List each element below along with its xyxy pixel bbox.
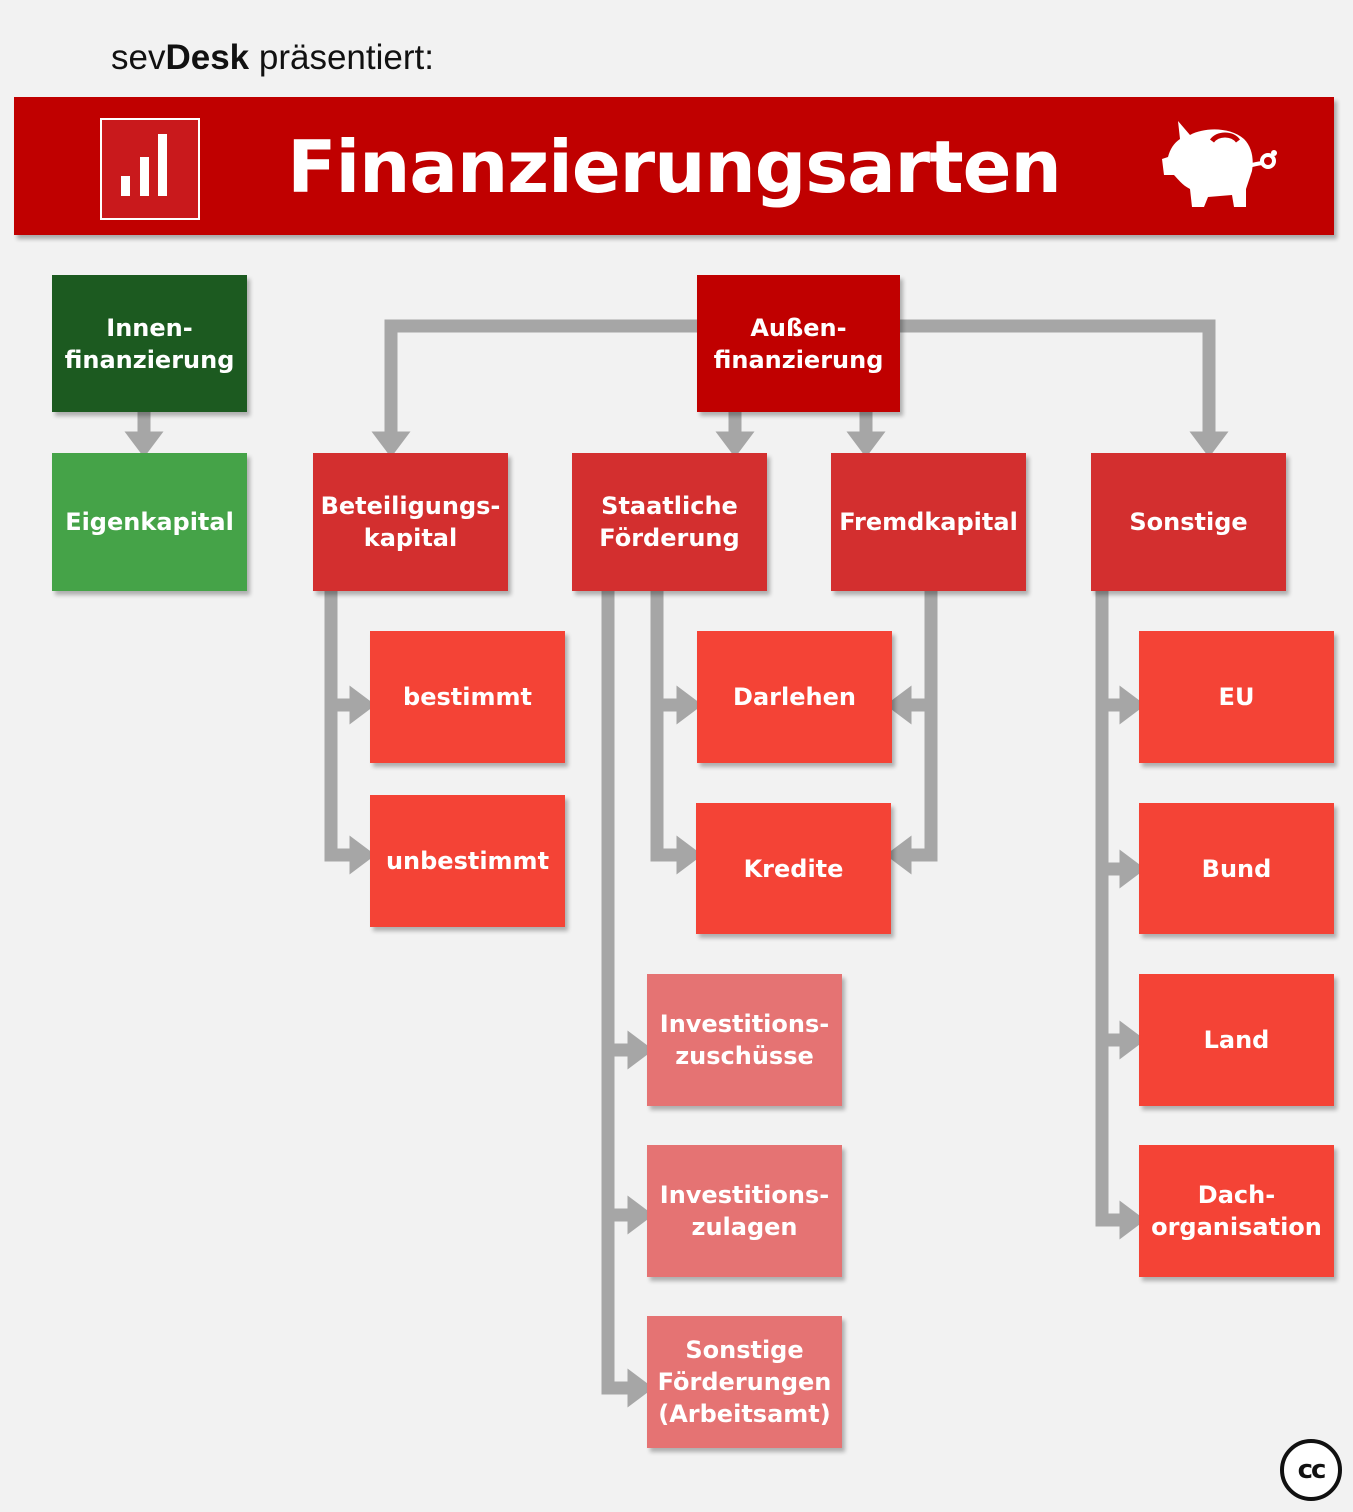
node-dachorganisation: Dach- organisation [1139, 1145, 1334, 1277]
connector-fremd [885, 591, 938, 875]
brand-bold: Desk [165, 38, 250, 77]
node-land: Land [1139, 974, 1334, 1106]
node-investitionszuschuesse: Investitions- zuschüsse [647, 974, 842, 1106]
creative-commons-icon: cc [1280, 1439, 1342, 1501]
connector-staatlich-outer [601, 591, 654, 1408]
connector-staatlich-inner [650, 591, 703, 875]
node-innenfinanzierung: Innen- finanzierung [52, 275, 247, 412]
node-fremdkapital: Fremdkapital [831, 453, 1026, 591]
node-aussenfinanzierung: Außen- finanzierung [697, 275, 900, 412]
page-title: Finanzierungsarten [287, 125, 1061, 209]
node-sonstige: Sonstige [1091, 453, 1286, 591]
presenter-suffix: präsentiert: [249, 38, 434, 77]
node-beteiligungskapital: Beteiligungs- kapital [313, 453, 508, 591]
presenter-line: sevDesk präsentiert: [111, 38, 434, 78]
node-darlehen: Darlehen [697, 631, 892, 763]
node-unbestimmt: unbestimmt [370, 795, 565, 927]
bar-chart-icon [100, 118, 200, 220]
connector-aussen-beteiligung [371, 319, 697, 458]
connector-aussen-sonstige [900, 319, 1229, 458]
connector-sonstige [1095, 591, 1146, 1240]
connector-beteiligung [324, 591, 376, 875]
node-eigenkapital: Eigenkapital [52, 453, 247, 591]
node-kredite: Kredite [696, 803, 891, 934]
node-bund: Bund [1139, 803, 1334, 934]
node-investitionszulagen: Investitions- zulagen [647, 1145, 842, 1277]
node-eu: EU [1139, 631, 1334, 763]
node-bestimmt: bestimmt [370, 631, 565, 763]
piggy-bank-icon [1160, 119, 1284, 215]
title-banner: Finanzierungsarten [14, 97, 1334, 235]
brand-light: sev [111, 38, 166, 77]
node-sonstige-foerderungen: Sonstige Förderungen (Arbeitsamt) [647, 1316, 842, 1448]
node-staatliche-foerderung: Staatliche Förderung [572, 453, 767, 591]
